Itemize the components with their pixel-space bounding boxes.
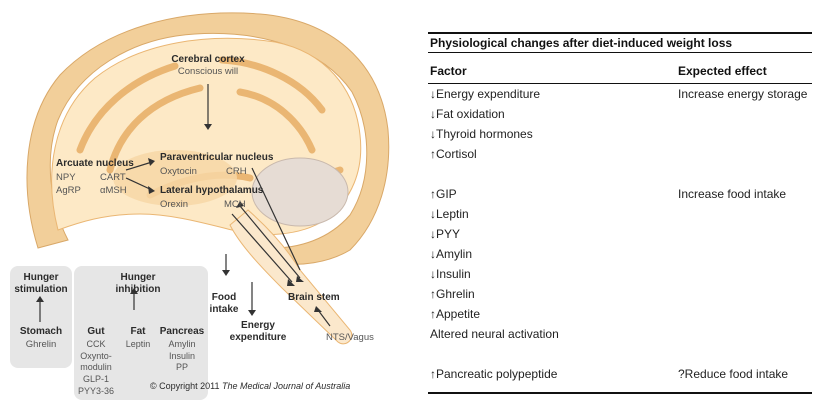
energy-expenditure-line2: expenditure: [230, 332, 287, 343]
effect-cell: [678, 304, 812, 324]
group-spacer: [428, 164, 812, 184]
factor-cell: ↓Energy expenditure: [430, 87, 541, 101]
table-bottom-rule: [428, 384, 812, 394]
cart-label: CART: [100, 172, 126, 183]
effect-cell: [678, 204, 812, 224]
cortex-subtitle: Conscious will: [178, 66, 238, 77]
table-row: ↑Pancreatic polypeptide ?Reduce food inta…: [428, 364, 812, 384]
table-row: Altered neural activation: [428, 324, 812, 344]
pancreas-item: Insulin: [169, 351, 195, 361]
hunger-regulation-diagram: Cerebral cortex Conscious will Arcuate n…: [10, 12, 390, 400]
col-effect-header: Expected effect: [678, 64, 767, 78]
factor-cell: ↑Cortisol: [430, 147, 477, 161]
arcuate-title: Arcuate nucleus: [56, 158, 134, 169]
effect-cell: [678, 224, 812, 244]
effect-cell: [678, 244, 812, 264]
factor-cell: ↓Fat oxidation: [430, 107, 505, 121]
brain-stem-label: Brain stem: [288, 292, 340, 303]
food-intake-line2: intake: [210, 304, 239, 315]
factor-cell: ↑GIP: [430, 187, 457, 201]
table-row: ↓Thyroid hormones: [428, 124, 812, 144]
pancreas-item: Amylin: [168, 339, 195, 349]
brain-illustration: Cerebral cortex Conscious will Arcuate n…: [10, 12, 390, 400]
ghrelin-label: Ghrelin: [26, 339, 57, 350]
table-row: ↓Amylin: [428, 244, 812, 264]
table-header: Factor Expected effect: [428, 59, 812, 84]
arrowheads: [36, 124, 322, 316]
col-factor-header: Factor: [430, 64, 467, 78]
effect-cell: [678, 124, 812, 144]
effect-cell: [678, 324, 812, 344]
effect-cell: Increase energy storage: [678, 87, 808, 101]
gut-item: CCK: [86, 339, 105, 349]
weight-loss-table: Physiological changes after diet-induced…: [428, 32, 812, 394]
table-row: ↓Energy expenditure Increase energy stora…: [428, 84, 812, 104]
factor-cell: ↑Ghrelin: [430, 287, 475, 301]
hunger-inh-line2: inhibition: [116, 284, 161, 295]
factor-cell: ↓Insulin: [430, 267, 471, 281]
hunger-inh-line1: Hunger: [121, 272, 156, 283]
hunger-stim-line1: Hunger: [24, 272, 59, 283]
npy-label: NPY: [56, 172, 76, 183]
factor-cell: ↓Leptin: [430, 207, 469, 221]
gut-item: GLP-1: [83, 374, 109, 384]
table-row: ↑Appetite: [428, 304, 812, 324]
group-spacer: [428, 344, 812, 364]
energy-expenditure-line1: Energy: [241, 320, 275, 331]
crh-label: CRH: [226, 166, 247, 177]
cerebellum: [251, 157, 349, 227]
nts-label: NTS/Vagus: [326, 332, 374, 343]
effect-cell: ?Reduce food intake: [678, 367, 789, 381]
factor-cell: ↓Thyroid hormones: [430, 127, 533, 141]
pancreas-label: Pancreas: [160, 326, 205, 337]
table-row: ↑GIP Increase food intake: [428, 184, 812, 204]
lh-title: Lateral hypothalamus: [160, 185, 264, 196]
cortex-title: Cerebral cortex: [171, 54, 245, 65]
table-row: ↓Fat oxidation: [428, 104, 812, 124]
effect-cell: [678, 284, 812, 304]
factor-cell: ↑Pancreatic polypeptide: [430, 367, 558, 381]
food-intake-line1: Food: [212, 292, 236, 303]
table-body: ↓Energy expenditure Increase energy stora…: [428, 84, 812, 384]
pancreas-item: PP: [176, 362, 188, 372]
arrows: [39, 84, 331, 327]
table-row: ↓Insulin: [428, 264, 812, 284]
table-row: ↓PYY: [428, 224, 812, 244]
factor-cell: ↓PYY: [430, 227, 461, 241]
factor-cell: ↑Appetite: [430, 307, 481, 321]
factor-cell: ↓Amylin: [430, 247, 473, 261]
fat-label: Fat: [131, 326, 147, 337]
gut-label: Gut: [87, 326, 105, 337]
leptin-label: Leptin: [126, 339, 151, 349]
factor-cell: Altered neural activation: [430, 327, 559, 341]
gut-item: modulin: [80, 362, 112, 372]
amsh-label: αMSH: [100, 185, 127, 196]
hunger-stim-line2: stimulation: [14, 284, 67, 295]
stomach-label: Stomach: [20, 326, 62, 337]
table-row: ↑Cortisol: [428, 144, 812, 164]
effect-cell: [678, 104, 812, 124]
hunger-stimulation-panel: [10, 266, 72, 368]
orexin-label: Orexin: [160, 199, 188, 210]
gut-item: PYY3-36: [78, 386, 114, 396]
table-title: Physiological changes after diet-induced…: [428, 32, 812, 53]
gut-item: Oxynto-: [80, 351, 112, 361]
agrp-label: AgRP: [56, 185, 81, 196]
copyright: © Copyright 2011 The Medical Journal of …: [150, 381, 350, 391]
pvn-title: Paraventricular nucleus: [160, 152, 274, 163]
oxytocin-label: Oxytocin: [160, 166, 197, 177]
table-row: ↓Leptin: [428, 204, 812, 224]
effect-cell: Increase food intake: [678, 187, 787, 201]
hunger-inhibition-panel: [74, 266, 208, 400]
mch-label: MCH: [224, 199, 246, 210]
effect-cell: [678, 264, 812, 284]
table-row: ↑Ghrelin: [428, 284, 812, 304]
brain-stem-shape: [229, 209, 353, 345]
effect-cell: [678, 144, 812, 164]
